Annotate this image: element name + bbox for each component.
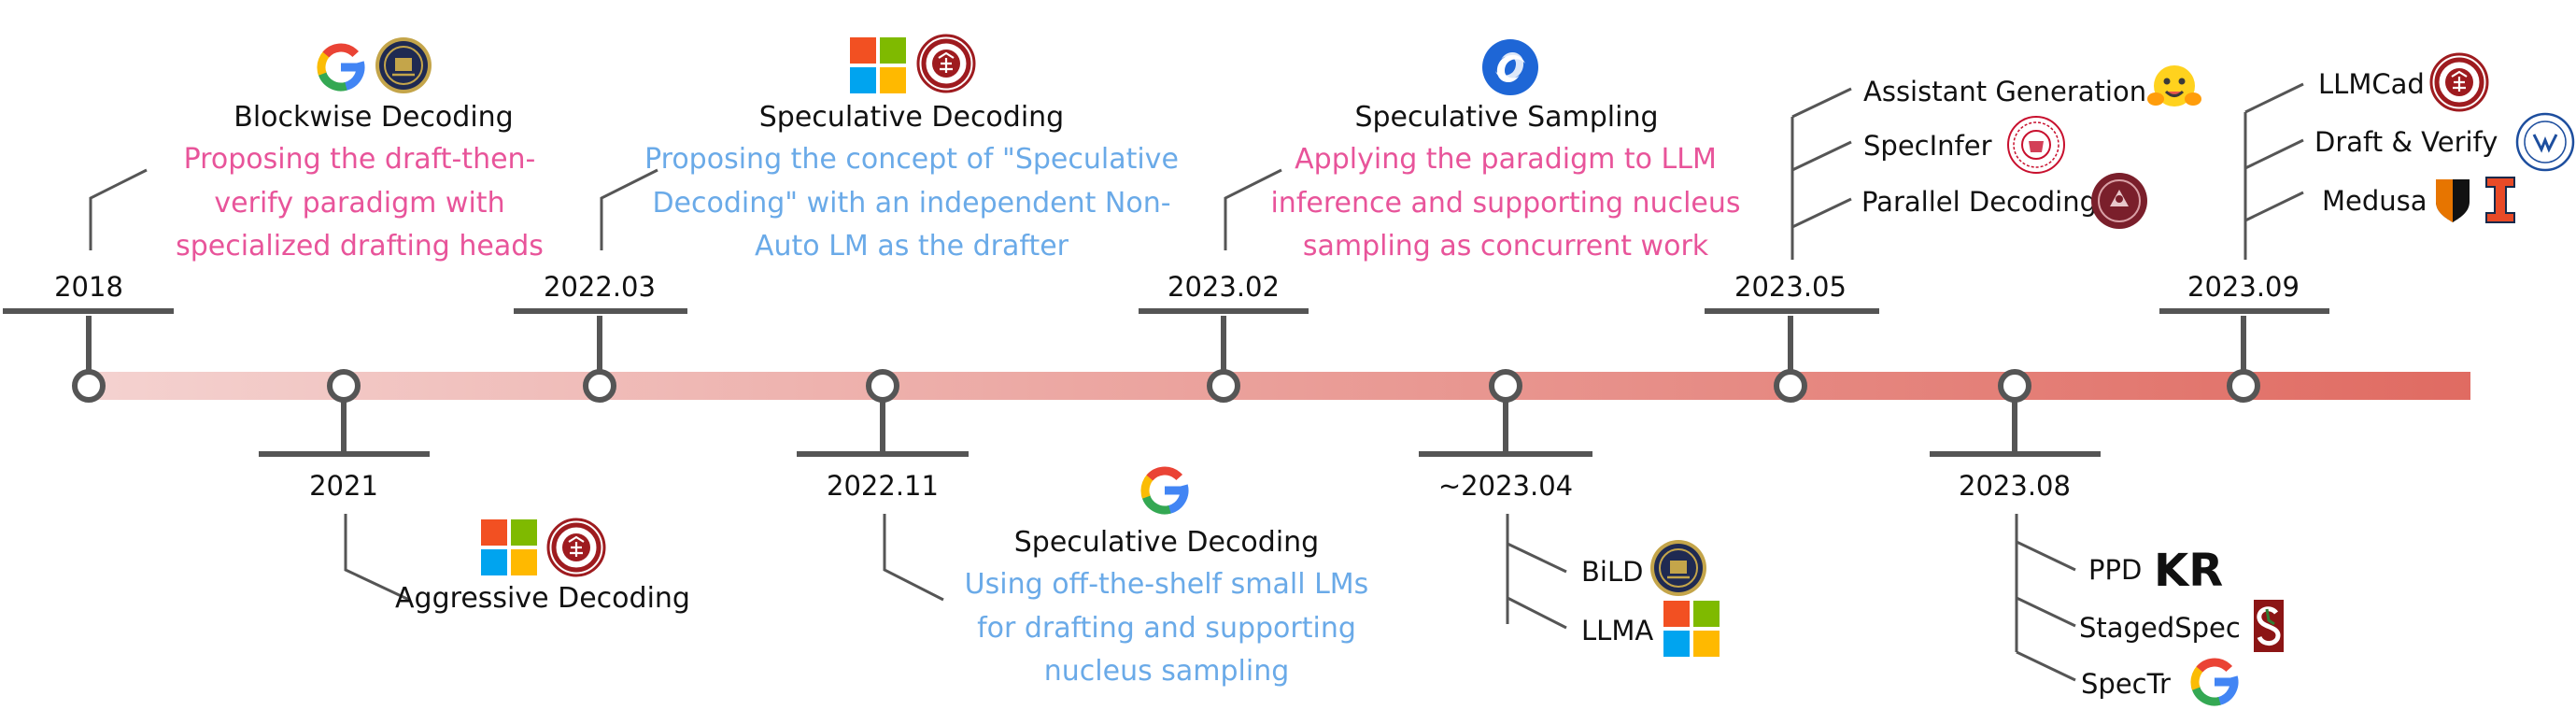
milestone-title-2023-02: Speculative Sampling	[1354, 101, 1658, 134]
node-2022-11	[866, 369, 899, 403]
node-2022-03	[583, 369, 616, 403]
milestone-desc-2018-3: specialized drafting heads	[176, 230, 544, 263]
tokyo-seal-icon	[2090, 172, 2148, 230]
milestone-title-2018: Blockwise Decoding	[234, 101, 513, 134]
item-medusa: Medusa	[2322, 185, 2427, 217]
item-bild: BiLD	[1581, 556, 1643, 588]
milestone-desc-2022-03-1: Proposing the concept of "Speculative	[644, 143, 1179, 176]
milestone-desc-2022-11-2: for drafting and supporting	[977, 612, 1356, 645]
milestone-title-2021: Aggressive Decoding	[395, 582, 690, 615]
item-stagedspec: StagedSpec	[2079, 612, 2241, 644]
cmu-seal-icon	[2007, 116, 2065, 174]
node-2018	[72, 369, 106, 403]
berkeley-seal-icon	[1649, 538, 1708, 598]
google-logo-icon	[1137, 462, 1192, 518]
pku-seal-icon	[918, 36, 974, 92]
date-2023-09: 2023.09	[2187, 271, 2300, 303]
node-2023-04	[1489, 369, 1522, 403]
date-2021: 2021	[309, 470, 378, 502]
item-llmcad: LLMCad	[2318, 68, 2425, 100]
date-2023-02: 2023.02	[1168, 271, 1280, 303]
date-2022-03: 2022.03	[544, 271, 656, 303]
node-2023-05	[1774, 369, 1807, 403]
node-2023-02	[1207, 369, 1240, 403]
microsoft-logo-icon	[1663, 601, 1720, 657]
kr-logo-icon: KR	[2154, 545, 2223, 597]
node-2023-08	[1998, 369, 2031, 403]
item-specinfer: SpecInfer	[1863, 130, 1992, 162]
svg-text:KR: KR	[2154, 545, 2223, 597]
pku-seal-icon	[548, 519, 604, 575]
milestone-title-2022-11: Speculative Decoding	[1014, 526, 1319, 559]
node-2023-09	[2227, 369, 2260, 403]
date-2022-11: 2022.11	[827, 470, 939, 502]
milestone-desc-2018-2: verify paradigm with	[214, 187, 504, 220]
milestone-desc-2022-03-3: Auto LM as the drafter	[755, 230, 1069, 263]
milestone-desc-2023-02-1: Applying the paradigm to LLM	[1295, 143, 1717, 176]
huggingface-logo-icon	[2145, 64, 2203, 108]
google-logo-icon	[2187, 654, 2242, 709]
item-assistant-generation: Assistant Generation	[1863, 76, 2146, 107]
date-2023-08: 2023.08	[1959, 470, 2071, 502]
milestone-title-2022-03: Speculative Decoding	[759, 101, 1064, 134]
item-ppd: PPD	[2088, 554, 2142, 586]
milestone-desc-2023-02-2: inference and supporting nucleus	[1270, 187, 1740, 220]
zju-seal-icon	[2515, 112, 2575, 172]
milestone-desc-2022-11-1: Using off-the-shelf small LMs	[965, 568, 1369, 601]
item-llma: LLMA	[1581, 615, 1653, 646]
date-2023-04: ~2023.04	[1438, 470, 1573, 502]
illinois-logo-icon	[2485, 177, 2515, 223]
item-spectr: SpecTr	[2081, 668, 2171, 700]
deepmind-logo-icon	[1482, 39, 1538, 95]
timeline-axis	[89, 372, 2470, 400]
microsoft-logo-icon	[481, 519, 537, 575]
item-parallel-decoding: Parallel Decoding	[1861, 186, 2097, 218]
milestone-desc-2022-03-2: Decoding" with an independent Non-	[652, 187, 1170, 220]
berkeley-seal-icon	[374, 36, 433, 95]
microsoft-logo-icon	[850, 37, 906, 93]
milestone-desc-2023-02-3: sampling as concurrent work	[1303, 230, 1709, 263]
stanford-logo-icon	[2254, 600, 2284, 652]
item-draft-verify: Draft & Verify	[2314, 126, 2498, 158]
milestone-desc-2018-1: Proposing the draft-then-	[184, 143, 536, 176]
milestone-desc-2022-11-3: nucleus sampling	[1044, 655, 1290, 688]
pku-seal-icon	[2431, 54, 2487, 110]
date-2023-05: 2023.05	[1734, 271, 1847, 303]
date-2018: 2018	[54, 271, 123, 303]
node-2021	[327, 369, 361, 403]
princeton-shield-icon	[2436, 179, 2470, 222]
google-logo-icon	[313, 39, 368, 94]
connectors	[89, 82, 2304, 682]
timeline-nodes	[3, 308, 2329, 457]
